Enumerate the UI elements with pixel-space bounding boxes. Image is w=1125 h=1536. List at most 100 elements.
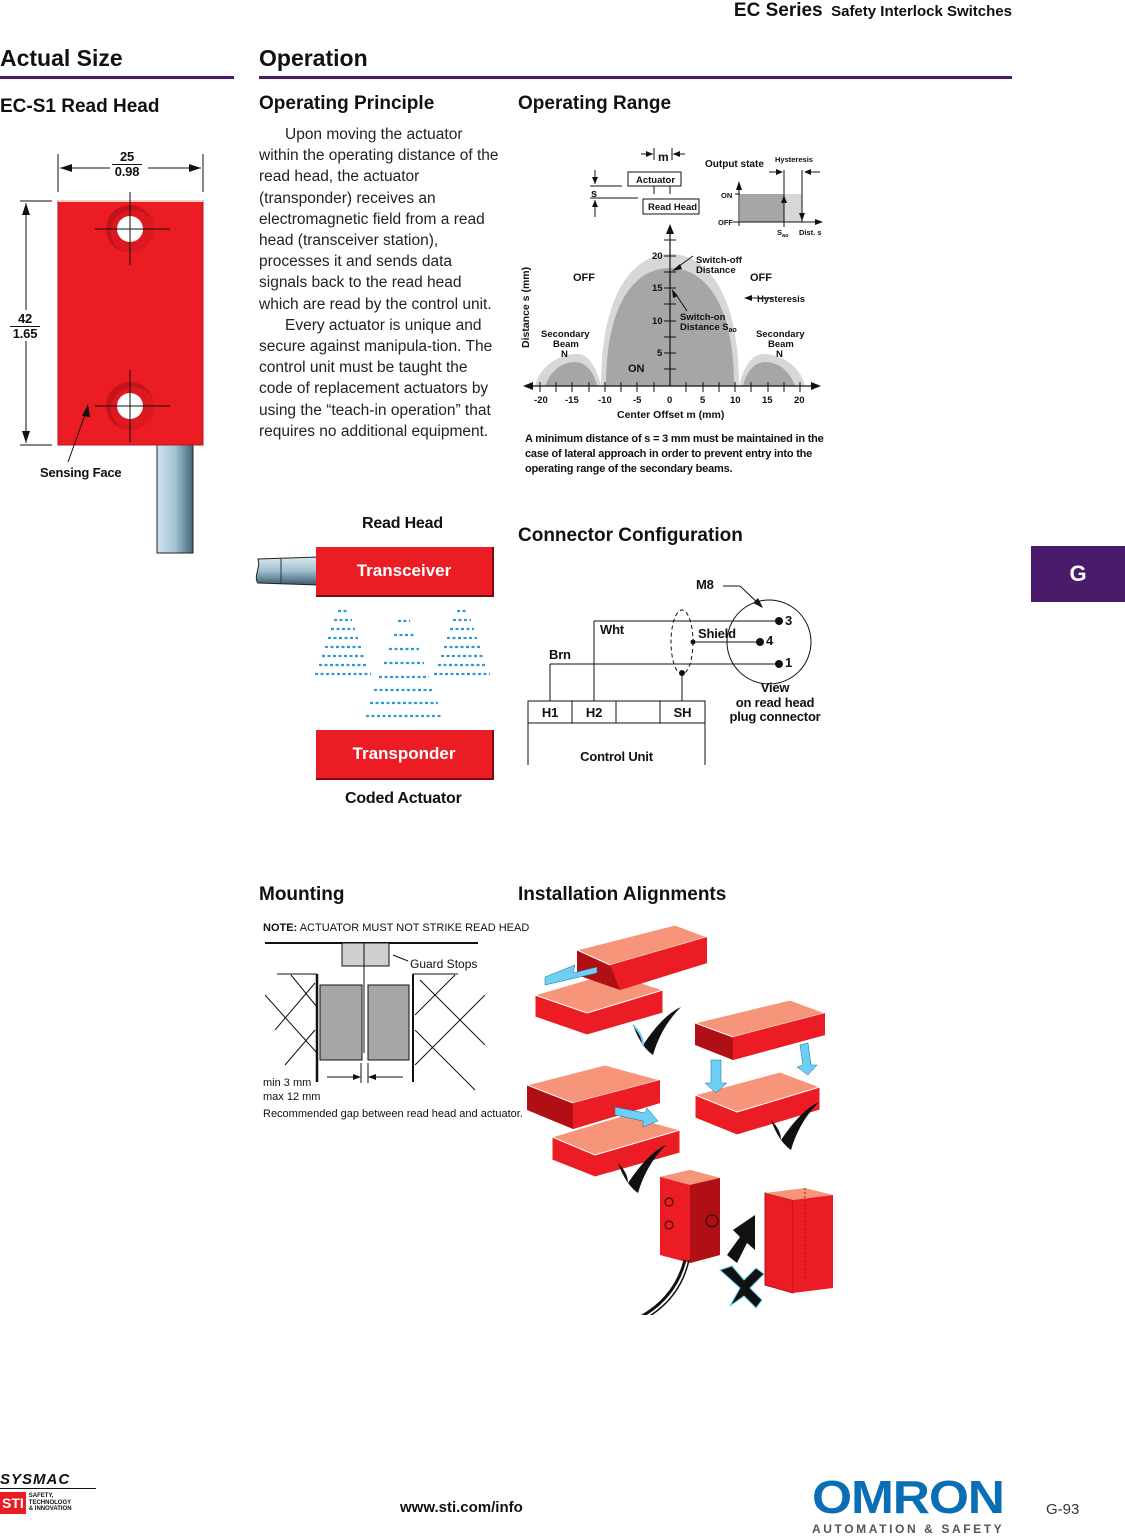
- svg-text:Read Head: Read Head: [648, 202, 697, 213]
- svg-text:OFF: OFF: [573, 272, 595, 284]
- height-in: 1.65: [12, 326, 38, 341]
- rf-field-waves: [310, 605, 500, 725]
- svg-text:Output state: Output state: [705, 159, 764, 170]
- gap-min: min 3 mm: [263, 1077, 312, 1089]
- svg-text:Actuator: Actuator: [636, 175, 675, 186]
- sti-mark: STI: [0, 1492, 26, 1514]
- shield-label: Shield: [698, 626, 736, 641]
- terminal-sh: SH: [673, 705, 692, 720]
- width-mm: 25: [112, 150, 142, 165]
- view-caption-line-2: on read head: [735, 694, 815, 710]
- svg-text:10: 10: [730, 395, 741, 406]
- sysmac-logo: SYSMAC: [0, 1472, 96, 1489]
- svg-text:20: 20: [794, 395, 805, 406]
- svg-text:N: N: [776, 349, 783, 360]
- view-caption-line-1: View: [760, 680, 790, 695]
- height-dimension: 42 1.65: [10, 312, 40, 341]
- svg-text:OFF: OFF: [750, 272, 772, 284]
- svg-text:-10: -10: [598, 395, 612, 406]
- svg-text:-15: -15: [565, 395, 579, 406]
- actual-size-heading: Actual Size: [0, 45, 123, 71]
- svg-text:Switch-on: Switch-on: [680, 312, 726, 323]
- series-title: EC Series: [733, 0, 823, 21]
- m-label: m: [658, 150, 669, 164]
- omron-tagline: AUTOMATION & SAFETY: [812, 1522, 1005, 1536]
- installation-heading: Installation Alignments: [518, 884, 727, 905]
- svg-text:N: N: [561, 349, 568, 360]
- read-head-heading: EC-S1 Read Head: [0, 96, 160, 117]
- svg-text:Beam: Beam: [768, 339, 794, 350]
- svg-text:-20: -20: [534, 395, 548, 406]
- pin-4-label: 4: [766, 633, 774, 648]
- sensing-face-callout: Sensing Face: [40, 465, 122, 480]
- operation-rule: [259, 76, 1012, 79]
- alignment-2: [693, 999, 827, 1150]
- terminal-h2: H2: [585, 705, 603, 720]
- view-caption: View on read head plug connector: [725, 680, 825, 725]
- footer-logos: SYSMAC STI SAFETY, TECHNOLOGY & INNOVATI…: [0, 1472, 100, 1522]
- terminal-h1: H1: [541, 705, 559, 720]
- operating-principle-heading: Operating Principle: [259, 93, 435, 114]
- page-number: G-93: [1046, 1501, 1080, 1518]
- svg-text:Sao: Sao: [777, 228, 789, 239]
- svg-text:5: 5: [700, 395, 706, 406]
- svg-text:Switch-off: Switch-off: [696, 255, 743, 266]
- svg-text:10: 10: [652, 316, 663, 327]
- read-head-cable: [253, 555, 320, 589]
- alignment-3: [525, 1064, 682, 1193]
- brn-label: Brn: [549, 647, 571, 662]
- connector-config-heading: Connector Configuration: [518, 525, 743, 546]
- actual-size-rule: [0, 76, 234, 79]
- connector-diagram: M8 Wht Brn Shield 3 4 1 H1 H2 SH Control…: [520, 570, 830, 770]
- footer-url[interactable]: www.sti.com/info: [400, 1499, 523, 1516]
- width-dimension: 25 0.98: [112, 150, 142, 179]
- page-header: EC Series Safety Interlock Switches: [680, 0, 1012, 22]
- note-prefix: NOTE:: [263, 922, 298, 934]
- svg-text:Hysteresis: Hysteresis: [775, 155, 813, 164]
- series-subtitle: Safety Interlock Switches: [831, 3, 1012, 20]
- alignment-4: [634, 1170, 833, 1325]
- principle-paragraph-1: Upon moving the actuator within the oper…: [259, 126, 499, 313]
- svg-text:Center Offset m (mm): Center Offset m (mm): [617, 409, 724, 421]
- gap-caption: Recommended gap between read head and ac…: [263, 1108, 523, 1120]
- svg-text:Distance s (mm): Distance s (mm): [520, 267, 532, 348]
- svg-text:OFF: OFF: [718, 218, 733, 227]
- svg-text:s: s: [591, 188, 597, 200]
- operation-heading: Operation: [259, 45, 368, 71]
- svg-text:-5: -5: [633, 395, 642, 406]
- svg-text:Beam: Beam: [553, 339, 579, 350]
- section-tab-g[interactable]: G: [1031, 546, 1125, 602]
- mounting-diagram: Guard Stops: [255, 935, 505, 1095]
- svg-text:ON: ON: [628, 363, 645, 375]
- svg-text:Distance Sao: Distance Sao: [680, 322, 737, 334]
- operating-range-chart: m s Actuator Read Head Output state Hyst…: [515, 140, 825, 425]
- svg-text:Secondary: Secondary: [541, 329, 590, 340]
- mounting-note: NOTE: ACTUATOR MUST NOT STRIKE READ HEAD: [263, 922, 529, 934]
- note-text: ACTUATOR MUST NOT STRIKE READ HEAD: [299, 922, 530, 934]
- svg-text:5: 5: [657, 348, 663, 359]
- gap-max: max 12 mm: [263, 1090, 321, 1103]
- svg-text:0: 0: [667, 395, 672, 406]
- read-head-label: Read Head: [362, 515, 443, 532]
- svg-text:15: 15: [652, 283, 663, 294]
- width-in: 0.98: [114, 164, 140, 179]
- pin-1-label: 1: [785, 655, 793, 670]
- principle-paragraph-2: Every actuator is unique and secure agai…: [259, 316, 493, 440]
- svg-text:ON: ON: [721, 191, 732, 200]
- svg-text:15: 15: [762, 395, 773, 406]
- m8-label: M8: [696, 577, 714, 592]
- pin-3-label: 3: [785, 613, 793, 628]
- installation-illustration: [515, 915, 845, 1325]
- omron-logo: OMRON AUTOMATION & SAFETY: [812, 1474, 1012, 1536]
- control-unit-label: Control Unit: [580, 749, 653, 764]
- transponder-block: Transponder: [316, 730, 494, 780]
- sti-tagline-1: SAFETY,: [28, 1493, 54, 1500]
- omron-wordmark: OMRON: [812, 1471, 1005, 1523]
- svg-text:Hysteresis: Hysteresis: [757, 294, 805, 305]
- coded-actuator-label: Coded Actuator: [345, 790, 462, 807]
- guard-stops-label: Guard Stops: [410, 957, 478, 971]
- svg-text:Distance: Distance: [696, 265, 736, 276]
- wht-label: Wht: [600, 622, 624, 637]
- sti-tagline-3: & INNOVATION: [28, 1506, 72, 1513]
- svg-text:Dist. s: Dist. s: [799, 228, 822, 237]
